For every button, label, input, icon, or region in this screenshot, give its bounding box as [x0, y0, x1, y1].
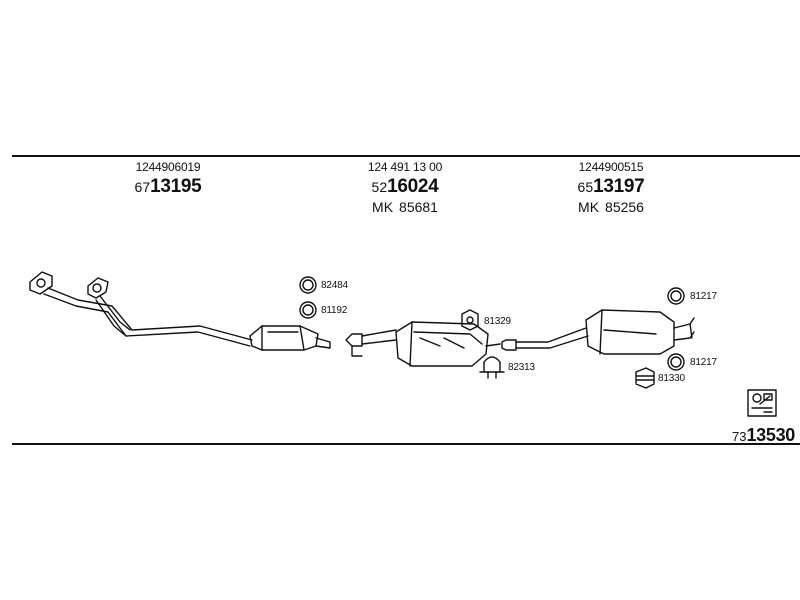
front-pipe-flange-right — [87, 277, 109, 299]
ref-number: 13195 — [150, 176, 202, 197]
reference-number: 6713195 — [118, 177, 218, 196]
reference-number: 5216024 — [350, 177, 460, 196]
kit-code: 7313530 — [732, 426, 795, 445]
ref-number: 13197 — [593, 176, 645, 197]
ring-81192 — [299, 301, 317, 319]
bottom-divider — [12, 443, 800, 445]
section-front-pipe: 1244906019 6713195 — [118, 161, 218, 196]
mk-number: MK 85681 — [350, 200, 460, 214]
ref-prefix: 65 — [577, 179, 594, 195]
rear-pipe — [501, 327, 589, 351]
callout-81217-bottom: 81217 — [690, 357, 717, 368]
parts-kit-icon — [747, 389, 777, 417]
ring-81217-bottom — [667, 353, 685, 371]
reference-number: 6513197 — [556, 177, 666, 196]
kit-number: 13530 — [746, 425, 796, 445]
callout-82484: 82484 — [321, 280, 348, 291]
front-silencer — [249, 325, 331, 351]
ref-prefix: 67 — [134, 179, 151, 195]
front-pipe-flange-left — [29, 271, 53, 295]
callout-81192: 81192 — [321, 305, 348, 316]
mk-value: 85681 — [399, 199, 438, 215]
callout-81330: 81330 — [658, 373, 685, 384]
front-pipe — [43, 287, 253, 347]
top-divider — [12, 155, 800, 157]
ref-number: 16024 — [387, 176, 439, 197]
mk-label: MK — [578, 199, 600, 215]
callout-81217-top: 81217 — [690, 291, 717, 302]
part-number: 1244906019 — [135, 160, 201, 174]
mk-label: MK — [372, 199, 394, 215]
section-middle-silencer: 124 491 13 00 5216024 MK 85681 — [350, 161, 460, 214]
ref-prefix: 52 — [371, 179, 388, 195]
callout-82313: 82313 — [508, 362, 535, 373]
ring-82484 — [299, 276, 317, 294]
mk-value: 85256 — [605, 199, 644, 215]
section-rear-silencer: 1244900515 6513197 MK 85256 — [556, 161, 666, 214]
mount-81329 — [461, 309, 479, 331]
mk-number: MK 85256 — [556, 200, 666, 214]
middle-pipe-inlet — [345, 329, 397, 357]
mount-81330 — [635, 367, 655, 389]
kit-prefix: 73 — [732, 429, 747, 444]
part-number: 1244900515 — [578, 160, 644, 174]
ring-81217-top — [667, 287, 685, 305]
middle-silencer — [395, 321, 501, 367]
clamp-82313 — [479, 356, 505, 379]
part-number: 124 491 13 00 — [367, 160, 443, 174]
rear-silencer — [585, 309, 695, 355]
callout-81329: 81329 — [484, 316, 511, 327]
